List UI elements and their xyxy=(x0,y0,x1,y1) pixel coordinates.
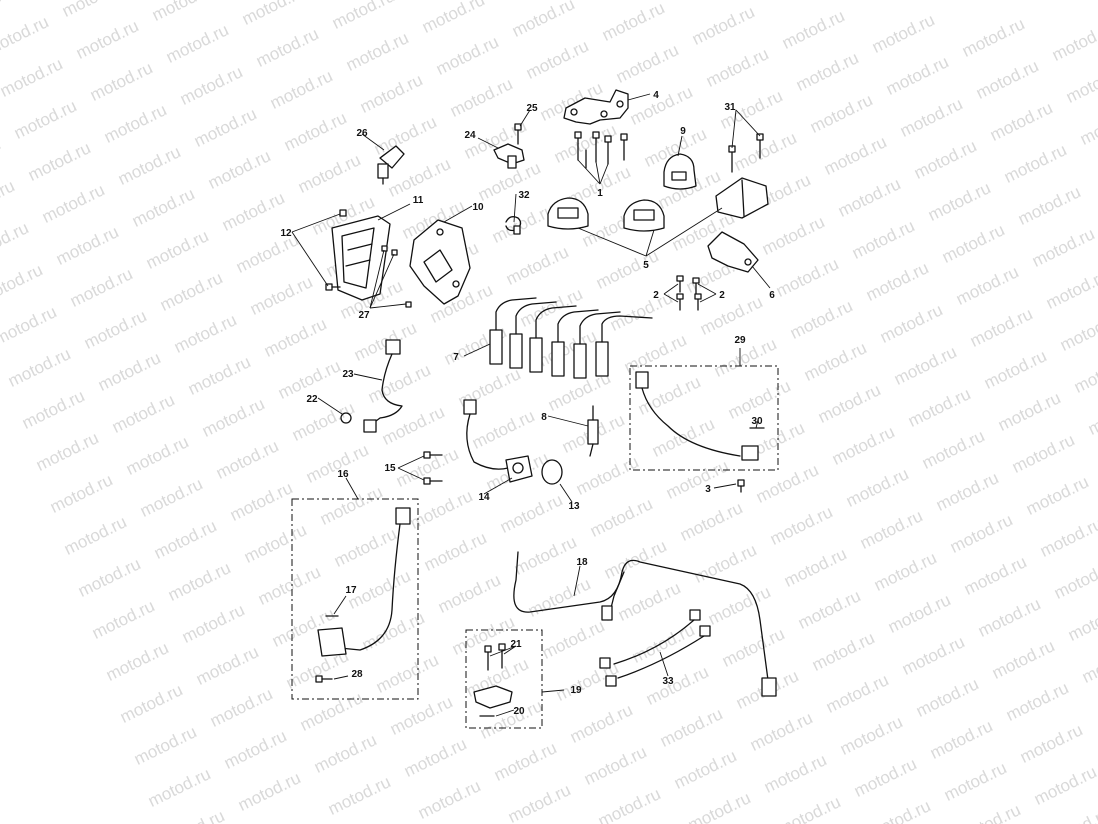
part-29-sensor-assembly xyxy=(635,371,765,461)
part-31-bolts xyxy=(728,133,764,173)
part-27-screws xyxy=(381,245,412,308)
part-10-bracket xyxy=(409,219,471,305)
callout-2: 2 xyxy=(653,290,659,301)
part-32-clip xyxy=(505,216,522,235)
part-12-bolts xyxy=(325,209,347,291)
part-11-ecu xyxy=(331,215,391,301)
part-7-ignition-coils xyxy=(489,297,653,379)
part-15-bolts xyxy=(423,451,443,485)
callout-31: 31 xyxy=(724,102,736,113)
part-6-bracket xyxy=(707,231,759,273)
part-13-oring xyxy=(541,459,563,485)
callout-18: 18 xyxy=(576,557,588,568)
callout-32: 32 xyxy=(518,190,530,201)
callout-9: 9 xyxy=(680,126,686,137)
group-box-29 xyxy=(629,365,779,471)
part-8-spark-plug xyxy=(587,405,599,457)
callout-17: 17 xyxy=(345,585,357,596)
leader-lines xyxy=(291,93,771,717)
callout-13: 13 xyxy=(568,501,580,512)
callout-30: 30 xyxy=(751,416,763,427)
part-24-sensor xyxy=(493,143,525,169)
callout-24: 24 xyxy=(464,130,476,141)
callout-11: 11 xyxy=(413,195,424,206)
group-box-19 xyxy=(465,629,543,729)
part-18-harness xyxy=(513,551,777,697)
callout-23: 23 xyxy=(342,369,354,380)
callout-12: 12 xyxy=(280,228,292,239)
part-9-cover xyxy=(663,153,697,190)
part-22-oring xyxy=(340,412,352,424)
part-26-sensor xyxy=(377,145,405,185)
callout-28: 28 xyxy=(351,669,363,680)
callout-29: 29 xyxy=(734,335,746,346)
part-1-bolts xyxy=(574,131,628,169)
part-2-bolts xyxy=(676,275,702,311)
callout-6: 6 xyxy=(769,290,775,301)
callout-33: 33 xyxy=(662,676,674,687)
part-23-harness xyxy=(363,339,403,433)
callout-16: 16 xyxy=(337,469,349,480)
callout-25: 25 xyxy=(526,103,538,114)
callout-3: 3 xyxy=(705,484,711,495)
part-3-bolt xyxy=(737,479,745,493)
callout-26: 26 xyxy=(356,128,368,139)
callout-10: 10 xyxy=(472,202,484,213)
callout-21: 21 xyxy=(510,639,522,650)
part-19-sensor-assembly xyxy=(473,643,513,717)
part-5-covers xyxy=(547,177,769,232)
callout-5: 5 xyxy=(643,260,649,271)
callout-2: 2 xyxy=(719,290,725,301)
callout-27: 27 xyxy=(358,310,370,321)
callout-22: 22 xyxy=(306,394,318,405)
callout-8: 8 xyxy=(541,412,547,423)
part-4-bracket xyxy=(563,89,629,125)
callout-20: 20 xyxy=(513,706,525,717)
part-14-sensor xyxy=(463,399,533,483)
callout-7: 7 xyxy=(453,352,459,363)
callout-4: 4 xyxy=(653,90,659,101)
callout-15: 15 xyxy=(384,463,396,474)
callout-19: 19 xyxy=(570,685,582,696)
callout-1: 1 xyxy=(597,188,603,199)
callout-14: 14 xyxy=(478,492,490,503)
group-box-16 xyxy=(291,498,419,700)
part-33-harness xyxy=(599,609,711,687)
callout-labels: 1 2 2 3 4 5 6 7 8 9 10 11 12 13 14 15 16… xyxy=(280,90,775,717)
part-16-sensor-assembly xyxy=(315,507,411,683)
part-25-bolt xyxy=(514,123,522,145)
